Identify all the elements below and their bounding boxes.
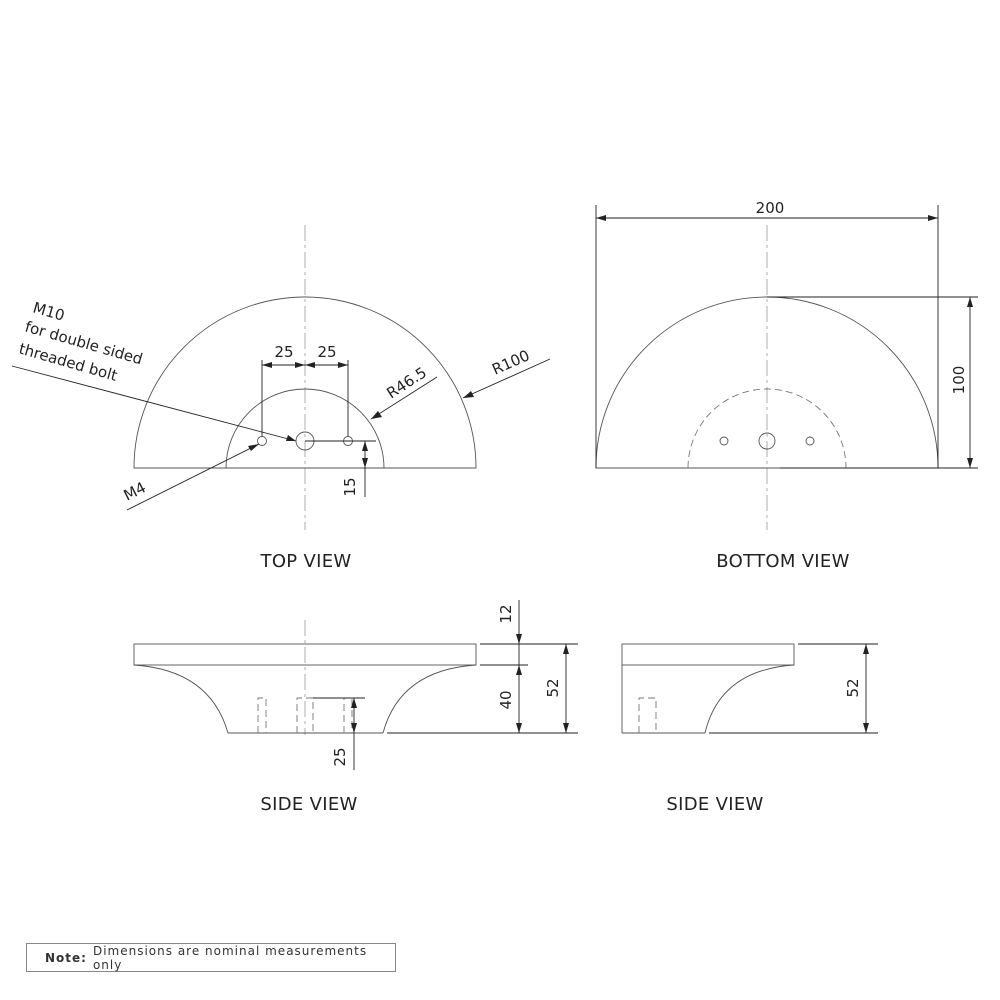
arrow [371, 411, 382, 419]
bottom-view: 200 100 BOTTOM VIEW [595, 199, 978, 572]
arrow [928, 215, 938, 221]
leader-r100 [462, 358, 551, 399]
arrow [305, 362, 315, 368]
label-r100: R100 [489, 346, 532, 378]
bottom-view-title: BOTTOM VIEW [716, 551, 849, 572]
arrow [295, 362, 305, 368]
leader-r46-5 [370, 376, 438, 420]
leader-m4 [126, 443, 260, 511]
arrow [248, 444, 259, 451]
side-right-curve [704, 664, 795, 734]
note-label: Note: [45, 950, 87, 965]
dim-15: 15 [341, 477, 359, 496]
dim-52-left: 52 [544, 678, 562, 697]
dim-25-right: 25 [317, 343, 336, 361]
bottom-m10-hole [758, 432, 776, 450]
top-view-title: TOP VIEW [260, 551, 352, 572]
label-m4: M4 [121, 478, 149, 504]
note-box: Note: Dimensions are nominal measurement… [26, 943, 396, 972]
hidden-hole-m4-right [343, 697, 353, 733]
arrow [863, 723, 869, 733]
hidden-hole-side-right [638, 697, 657, 733]
arrow [516, 665, 522, 675]
side-view-right-title: SIDE VIEW [666, 794, 763, 815]
arrow [967, 297, 973, 307]
top-view-inner-arc [225, 388, 385, 469]
side-left-curve [133, 664, 229, 734]
dim-25-left: 25 [274, 343, 293, 361]
arrow [362, 458, 368, 468]
arrow [463, 391, 474, 398]
dim-25-depth: 25 [331, 747, 349, 766]
arrow [563, 723, 569, 733]
hidden-hole-m4-left [257, 697, 267, 733]
side-right-curve [382, 664, 477, 734]
arrow [967, 458, 973, 468]
arrow [596, 215, 606, 221]
dim-12: 12 [497, 604, 515, 623]
side-view-left-title: SIDE VIEW [260, 794, 357, 815]
dim-100: 100 [950, 366, 968, 395]
side-top-plate [133, 643, 477, 666]
arrow [516, 634, 522, 644]
side-right-top-plate [621, 643, 795, 666]
top-view-outer-half-disc [133, 296, 477, 469]
leader-m10 [11, 365, 297, 442]
bottom-view-hidden-arc [687, 388, 847, 469]
hidden-hole-m10 [296, 697, 314, 733]
arrow [351, 723, 357, 733]
arrow [262, 362, 272, 368]
arrow [362, 441, 368, 451]
arrow [286, 435, 296, 441]
top-view: 25 25 15 R46.5 R100 M10 for double sided… [11, 225, 551, 572]
bottom-m4-hole-right [805, 436, 815, 446]
dim-52-right: 52 [844, 678, 862, 697]
bottom-m4-hole-left [719, 436, 729, 446]
m4-hole-left [257, 436, 267, 446]
arrow [563, 644, 569, 654]
dim-200: 200 [756, 199, 785, 217]
arrow [351, 698, 357, 708]
arrow [338, 362, 348, 368]
note-text: Dimensions are nominal measurements only [92, 943, 368, 972]
side-view-right: 52 SIDE VIEW [621, 643, 878, 815]
dim-40: 40 [497, 690, 515, 709]
arrow [516, 723, 522, 733]
arrow [863, 644, 869, 654]
side-view-left: 25 12 40 52 SIDE VIEW [133, 600, 578, 815]
